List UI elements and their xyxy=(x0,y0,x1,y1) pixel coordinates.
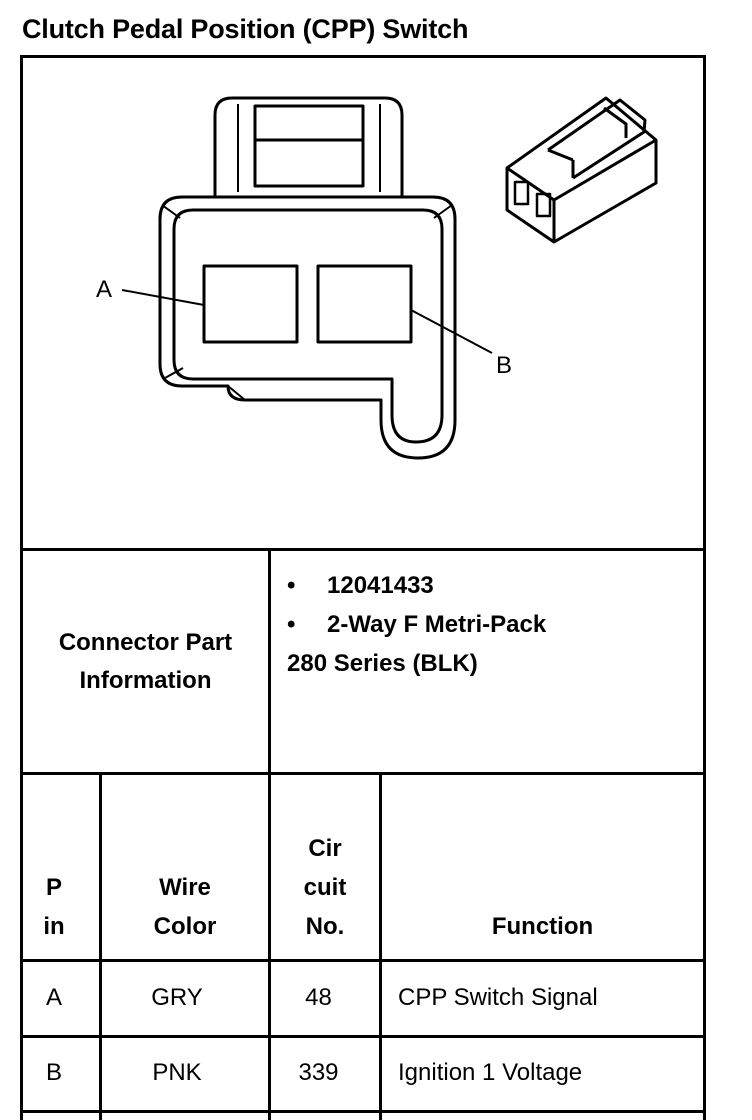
terminal-cavity-a xyxy=(202,264,299,344)
header-wire-color: Wire Color xyxy=(102,868,268,946)
row-a-circuit: 48 xyxy=(305,984,332,1011)
row-b-function: Ignition 1 Voltage xyxy=(398,1059,583,1086)
divider-row-a xyxy=(20,1035,706,1038)
part-info-label-line1: Connector Part xyxy=(58,629,233,656)
divider-col-function xyxy=(379,772,382,1120)
row-b-circuit: 339 xyxy=(298,1059,339,1086)
connector-latch xyxy=(213,96,404,197)
connector-type: 2-Way F Metri-Pack xyxy=(327,611,547,638)
connector-face-inner xyxy=(172,208,444,444)
header-wire-line2: Color xyxy=(153,913,217,940)
row-a-wire-color: GRY xyxy=(151,984,203,1011)
connector-face-diagram: A B xyxy=(96,96,658,460)
row-a-function: CPP Switch Signal xyxy=(398,984,598,1011)
row-a-pin: A xyxy=(45,984,62,1011)
part-number: 12041433 xyxy=(327,572,434,599)
divider-col-pin xyxy=(99,772,102,1120)
leader-line-b xyxy=(410,309,493,354)
part-info-label: Connector Part Information xyxy=(23,624,268,700)
header-wire-line1: Wire xyxy=(159,874,211,901)
page-title: Clutch Pedal Position (CPP) Switch xyxy=(22,14,469,44)
divider-diagram xyxy=(20,548,706,551)
divider-col-circuit-left xyxy=(268,548,271,1120)
connector-3d-icon xyxy=(505,96,658,244)
connector-type-item: • 2-Way F Metri-Pack xyxy=(287,605,546,644)
header-pin: P in xyxy=(23,868,85,946)
connector-table-frame xyxy=(20,55,706,1120)
terminal-cavity-b xyxy=(316,264,413,344)
pin-label-b: B xyxy=(496,352,512,379)
header-circuit-no: Cir cuit No. xyxy=(271,829,379,946)
part-info-list: • 12041433 • 2-Way F Metri-Pack 280 Series… xyxy=(287,566,546,683)
divider-row-b xyxy=(20,1110,706,1113)
part-info-label-line2: Information xyxy=(79,667,212,694)
header-circuit-line2: cuit xyxy=(303,874,347,901)
part-number-item: • 12041433 xyxy=(287,566,546,605)
header-circuit-line1: Cir xyxy=(308,835,342,862)
bullet-icon: • xyxy=(287,611,296,638)
leader-line-a xyxy=(121,289,205,306)
header-pin-line2: in xyxy=(43,913,65,940)
divider-part-info xyxy=(20,772,706,775)
divider-header xyxy=(20,959,706,962)
connector-housing-outline xyxy=(158,195,457,460)
row-b-wire-color: PNK xyxy=(152,1059,202,1086)
header-function: Function xyxy=(491,913,594,940)
pin-label-a: A xyxy=(96,276,112,303)
bullet-icon: • xyxy=(287,572,296,599)
row-b-pin: B xyxy=(45,1059,62,1086)
header-circuit-line3: No. xyxy=(305,913,345,940)
header-pin-line1: P xyxy=(45,874,62,901)
connector-series: 280 Series (BLK) xyxy=(287,650,478,677)
